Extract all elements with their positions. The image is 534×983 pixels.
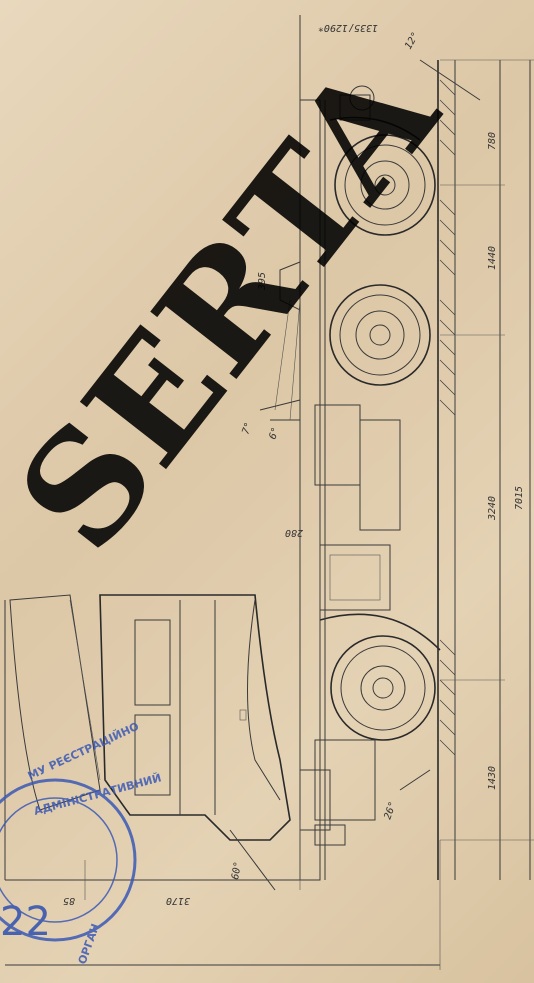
front-wheel [319, 613, 441, 741]
rear-axle-spacing-label: 1440 [487, 246, 498, 270]
cab-tilt-angle-label: 60° [230, 861, 244, 881]
stamp-text-bottom: ОРГАН [76, 922, 103, 966]
fifth-wheel [274, 15, 301, 421]
angle-fifth-2-label: 6° [267, 426, 281, 441]
wheelbase-label: 3240 [487, 496, 498, 521]
cab-tilted-outline [4, 594, 101, 880]
fifth-wheel-height-label: 1335/1290* [318, 22, 378, 33]
angle-fifth-1-label: 7° [240, 421, 254, 436]
watermark-text: SERTA [0, 27, 473, 582]
frame-height-label: 280 [285, 527, 303, 538]
stamp-text-top: МУ РЕЄСТРАЦІЙНО [26, 720, 141, 783]
registration-stamp: 22 МУ РЕЄСТРАЦІЙНО АДМІНІСТРАТИВНИЙ ОРГА… [0, 720, 163, 966]
approach-angle-label: 26° [382, 800, 399, 821]
angle-rear-label: 12° [403, 30, 422, 51]
rear-overhang-label: 780 [487, 132, 498, 150]
ground-line [437, 60, 456, 880]
bottom-dimensions [5, 820, 441, 970]
dimension-chain [440, 59, 534, 880]
fifth-wheel-offset-label: 395 [257, 272, 268, 291]
angle-lines [229, 59, 481, 891]
overall-length-label: 7015 [514, 486, 525, 510]
cab [99, 594, 346, 846]
chassis-frame [299, 85, 401, 881]
cab-height-b-label: 3170 [166, 895, 191, 906]
watermark: SERTA [0, 27, 473, 582]
rear-wheel-2 [329, 284, 431, 386]
cab-height-a-label: 85 [63, 895, 75, 906]
stamp-number: 22 [0, 899, 51, 945]
front-overhang-label: 1430 [487, 766, 498, 790]
total-height-label: 3980 [271, 980, 296, 983]
